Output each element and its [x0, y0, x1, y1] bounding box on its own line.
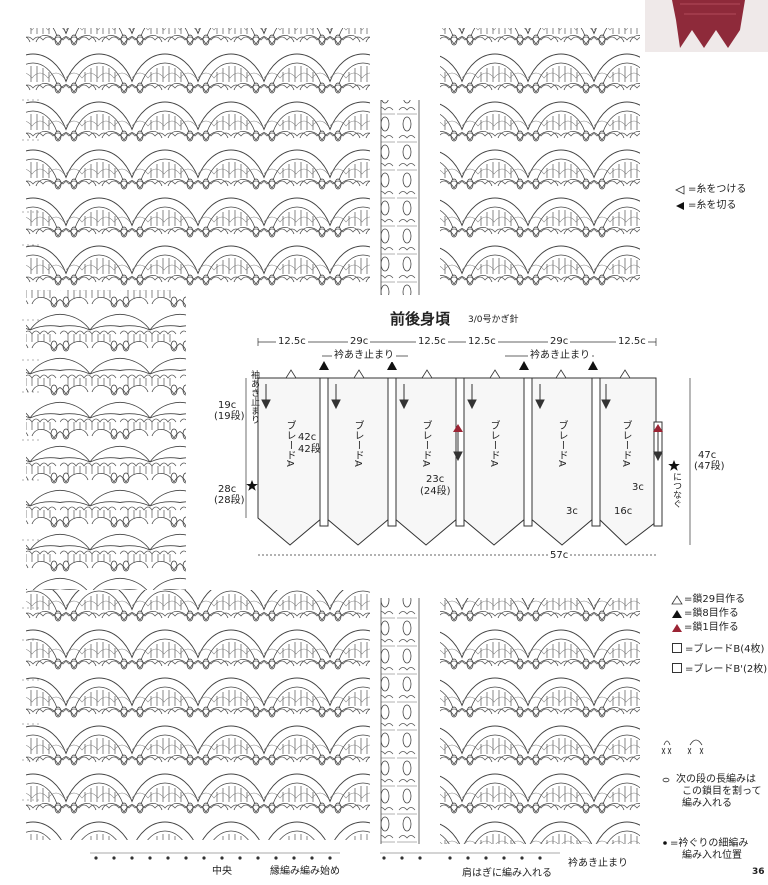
- center-label: 中央: [212, 866, 232, 877]
- right-dim-rows: (47段): [694, 461, 725, 472]
- legend-braid-b-prime: =ブレードB'(2枚): [672, 660, 767, 675]
- small-dim: 3c: [632, 482, 644, 493]
- stitch-note-line2: この鎖目を割って: [682, 786, 762, 797]
- lace-column-bottom: [380, 598, 420, 844]
- bottom-width: 57c: [548, 550, 571, 562]
- lace-chart-bottom-right: [440, 598, 640, 844]
- open-triangle-icon: [671, 595, 683, 605]
- braid-label: ブレードA: [420, 420, 431, 467]
- sleeve-stop-label: 袖あき止まり: [249, 370, 259, 424]
- collar-stop-bottom-label: 衿あき止まり: [568, 858, 628, 869]
- width-label: 12.5c: [416, 336, 448, 348]
- open-triangle-icon: [285, 369, 631, 379]
- shoulder-label: 肩はぎに編み入れる: [462, 868, 552, 879]
- braid-label: ブレードA: [284, 420, 295, 467]
- collar-stop-label-right: 衿あき止まり: [528, 350, 592, 362]
- width-label: 29c: [348, 336, 371, 348]
- attach-yarn-icon: [675, 185, 685, 195]
- inner-dim-1: 42c: [298, 432, 317, 443]
- legend-29-chain: =鎖29目作る: [684, 594, 746, 605]
- lace-chart-bottom-left: [22, 590, 370, 840]
- inner-dim-1-rows: 42段: [298, 444, 321, 455]
- left-dim-upper-rows: (19段): [214, 411, 245, 422]
- bottom-edge-dots: [94, 856, 542, 860]
- red-triangle-icon: [672, 624, 682, 632]
- needle-size: 3/0号かぎ針: [468, 315, 519, 325]
- edge-start-label: 縁編み編み始め: [270, 866, 340, 877]
- braid-b-prime-swatch: [672, 662, 682, 673]
- width-label: 12.5c: [276, 336, 308, 348]
- braid-label: ブレードA: [352, 420, 363, 467]
- width-label: 12.5c: [616, 336, 648, 348]
- inner-dim-2-rows: (24段): [420, 486, 451, 497]
- lace-column-top: [380, 100, 420, 295]
- cut-yarn-icon: [676, 202, 684, 210]
- braid-label: ブレードA: [620, 420, 631, 467]
- neck-note-line1: =衿ぐりの細編み: [670, 838, 749, 849]
- braid-label: ブレードA: [488, 420, 499, 467]
- left-dim-lower: 28c: [218, 484, 237, 495]
- page-number: 36: [752, 867, 765, 877]
- stitch-symbol-icon: [661, 739, 704, 755]
- join-label: につなぐ: [671, 472, 681, 508]
- right-dim: 47c: [698, 450, 717, 461]
- collar-stop-label-left: 衿あき止まり: [332, 350, 396, 362]
- braid-label: ブレードA: [556, 420, 567, 467]
- black-triangle-icon: [672, 610, 682, 618]
- braid-b-swatch: [672, 642, 682, 653]
- garment-schematic: [257, 377, 657, 546]
- width-label: 29c: [548, 336, 571, 348]
- neck-note-line2: 編み入れ位置: [682, 850, 742, 861]
- stitch-note-line1: 次の段の長編みは: [676, 774, 756, 785]
- stitch-note-line3: 編み入れる: [682, 798, 732, 809]
- cut-yarn-label: =糸を切る: [688, 200, 737, 211]
- inner-dim-2: 23c: [426, 474, 445, 485]
- legend-8-chain: =鎖8目作る: [684, 608, 739, 619]
- left-dim-lower-rows: (28段): [214, 495, 245, 506]
- small-dim: 3c: [566, 506, 578, 517]
- legend-braid-b: =ブレードB(4枚): [672, 640, 764, 655]
- red-triangle-icon: [453, 424, 663, 432]
- black-triangle-icon: [319, 361, 598, 370]
- small-dim: 16c: [614, 506, 633, 517]
- width-label: 12.5c: [466, 336, 498, 348]
- diagram-title: 前後身頃: [390, 310, 451, 328]
- legend-1-chain: =鎖1目作る: [684, 622, 739, 633]
- left-dim-upper: 19c: [218, 400, 237, 411]
- lace-chart-top-left: [22, 28, 370, 590]
- lace-chart-top-right: [440, 28, 640, 290]
- star-icon: [246, 460, 680, 491]
- photo-thumbnail: [645, 0, 768, 52]
- attach-yarn-label: =糸をつける: [688, 184, 747, 195]
